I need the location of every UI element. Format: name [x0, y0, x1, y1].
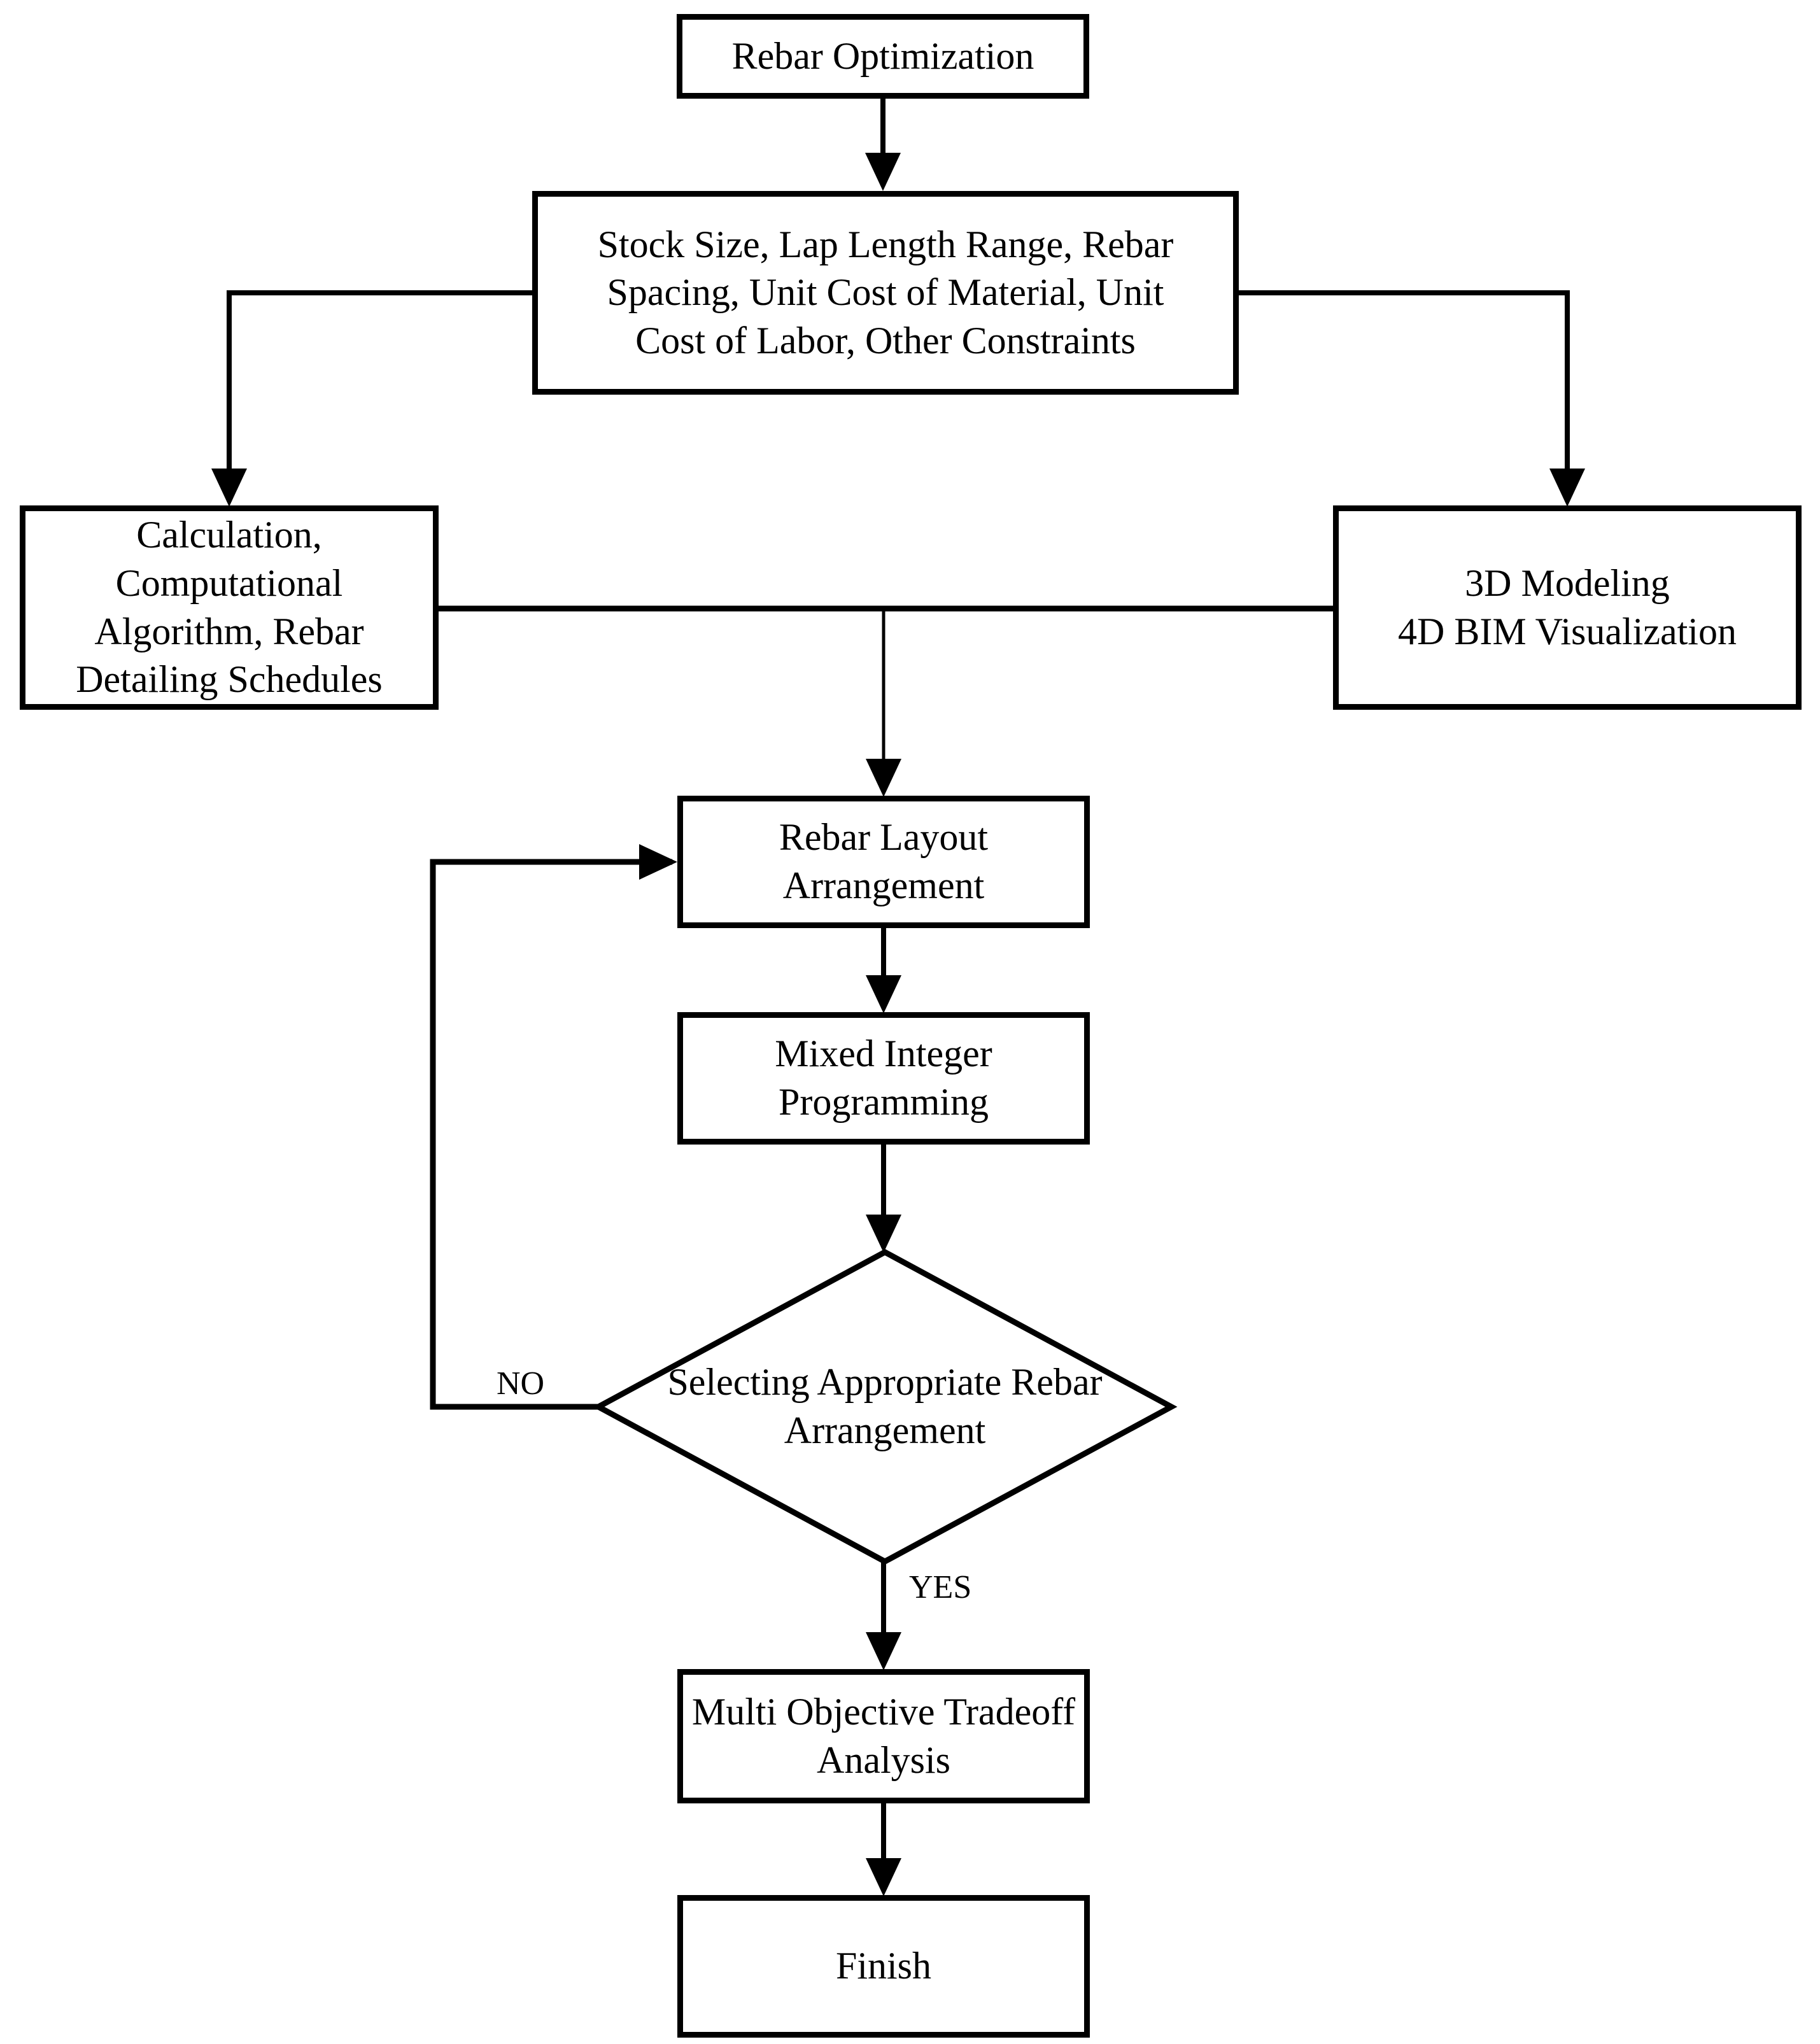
- node-mixed-integer-programming: Mixed Integer Programming: [677, 1012, 1090, 1145]
- node-tradeoff-analysis: Multi Objective Tradeoff Analysis: [677, 1669, 1090, 1803]
- node-decision: Selecting Appropriate Rebar Arrangement: [667, 1361, 1103, 1451]
- edge-label-no: NO: [497, 1365, 545, 1402]
- node-calculation: Calculation, Computational Algorithm, Re…: [20, 505, 439, 710]
- edge-decision-no-loop: [430, 844, 677, 1410]
- node-rebar-optimization: Rebar Optimization: [677, 14, 1089, 99]
- edge-label-yes: YES: [909, 1569, 972, 1605]
- node-3d-modeling: 3D Modeling 4D BIM Visualization: [1333, 505, 1802, 710]
- node-rebar-layout: Rebar Layout Arrangement: [677, 796, 1090, 928]
- node-finish: Finish: [677, 1895, 1090, 2038]
- node-constraints: Stock Size, Lap Length Range, Rebar Spac…: [532, 191, 1239, 395]
- edge-constraints-to-modeling: [1239, 290, 1585, 507]
- edge-constraints-to-calculation: [211, 290, 532, 507]
